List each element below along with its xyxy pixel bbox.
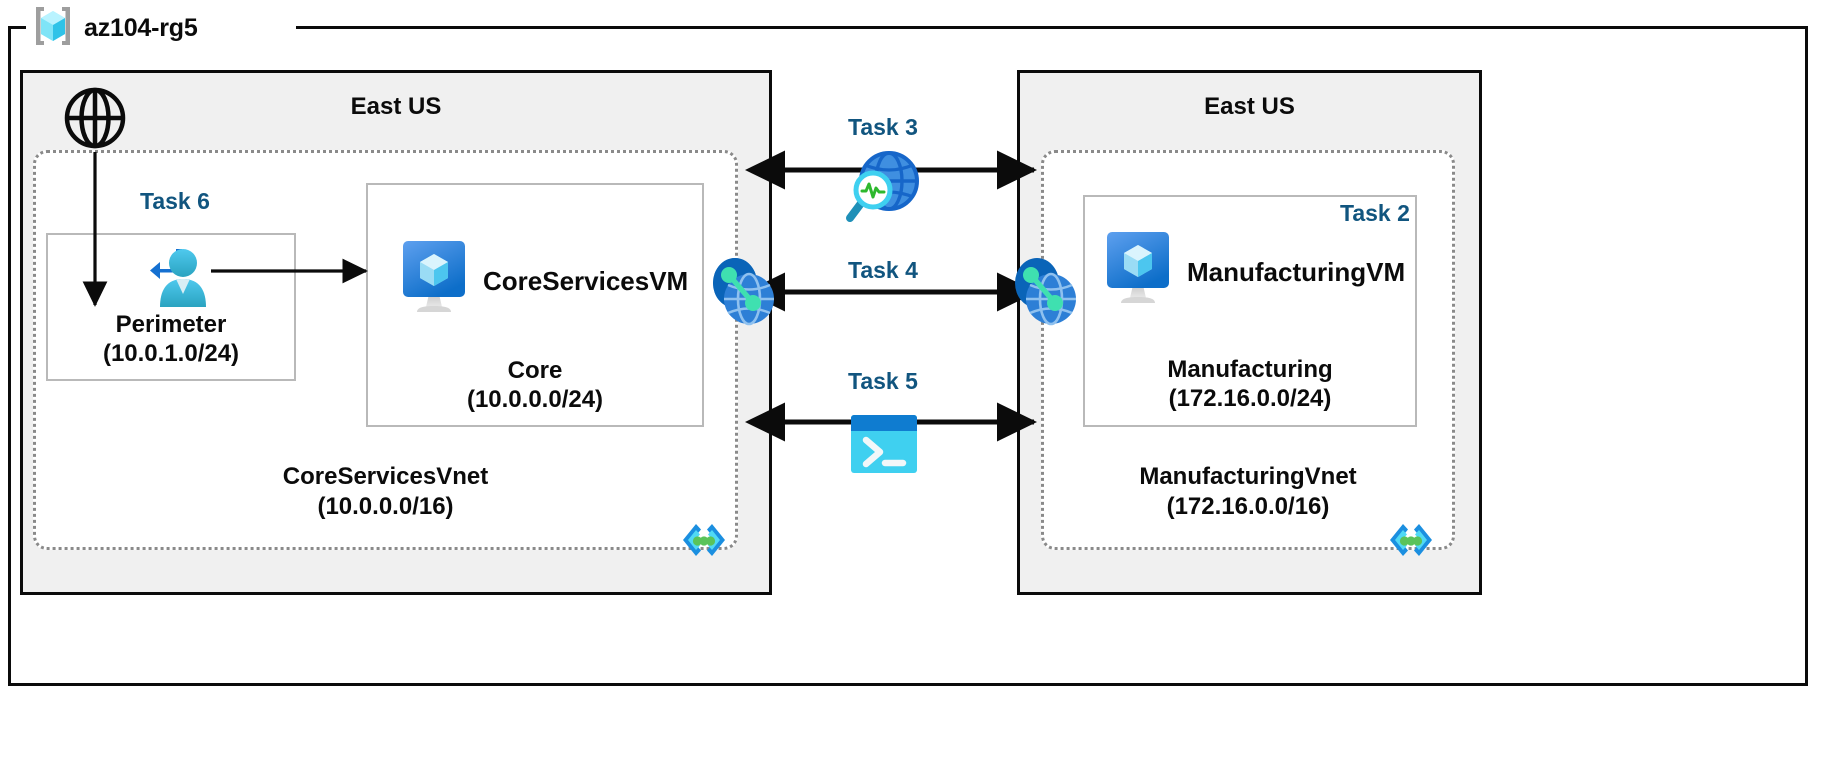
region-left-title: East US (350, 93, 442, 120)
subnet-perimeter-cidr: (10.0.1.0/24) (102, 340, 240, 368)
vm-coreservices: CoreServicesVM (399, 237, 688, 326)
subnet-core (366, 183, 704, 427)
subnet-core-name: Core (507, 357, 563, 384)
cloud-shell-icon (849, 413, 919, 480)
user-perimeter-icon (138, 243, 214, 320)
resource-group-title: az104-rg5 (30, 5, 198, 51)
subnet-manufacturing-caption: Manufacturing (172.16.0.0/24) (1083, 355, 1417, 414)
task-6-tag: Task 6 (140, 188, 210, 214)
peering-icon-right (1009, 255, 1081, 334)
subnet-core-caption: Core (10.0.0.0/24) (366, 356, 704, 415)
subnet-manufacturing-cidr: (172.16.0.0/24) (1168, 385, 1332, 413)
task-5-tag: Task 5 (848, 368, 918, 394)
vnet-coreservices-name: CoreServicesVnet (282, 463, 489, 491)
vnet-manufacturing-name: ManufacturingVnet (1139, 463, 1357, 491)
resource-group-name: az104-rg5 (84, 13, 198, 42)
azure-resource-group-icon (30, 3, 76, 54)
vm-manufacturing: ManufacturingVM (1103, 228, 1405, 317)
task-3-tag: Task 3 (848, 114, 918, 140)
virtual-machine-icon (1103, 228, 1173, 317)
globe-internet-icon (61, 84, 129, 157)
vnet-manufacturing-label: ManufacturingVnet (172.16.0.0/16) (1044, 462, 1452, 521)
subnet-core-cidr: (10.0.0.0/24) (466, 386, 604, 414)
vnet-coreservices-cidr: (10.0.0.0/16) (317, 492, 454, 520)
vm-coreservices-name: CoreServicesVM (483, 266, 689, 296)
subnet-manufacturing-name: Manufacturing (1167, 356, 1333, 383)
vnet-coreservices-label: CoreServicesVnet (10.0.0.0/16) (36, 462, 735, 521)
vnet-manufacturing-cidr: (172.16.0.0/16) (1166, 492, 1330, 520)
vm-manufacturing-name: ManufacturingVM (1187, 257, 1406, 287)
subnet-perimeter-name: Perimeter (115, 311, 227, 338)
resource-group-title-mask (26, 10, 296, 44)
task-2-tag: Task 2 (1340, 200, 1410, 226)
region-right-title: East US (1204, 93, 1295, 120)
subnet-manufacturing (1083, 195, 1417, 427)
virtual-machine-icon (399, 237, 469, 326)
network-security-group-icon (1383, 516, 1439, 569)
network-security-group-icon (676, 516, 732, 569)
peering-icon-left (707, 255, 779, 334)
task-4-tag: Task 4 (848, 257, 918, 283)
network-watcher-icon (841, 148, 927, 235)
subnet-perimeter-caption: Perimeter (10.0.1.0/24) (46, 310, 296, 369)
